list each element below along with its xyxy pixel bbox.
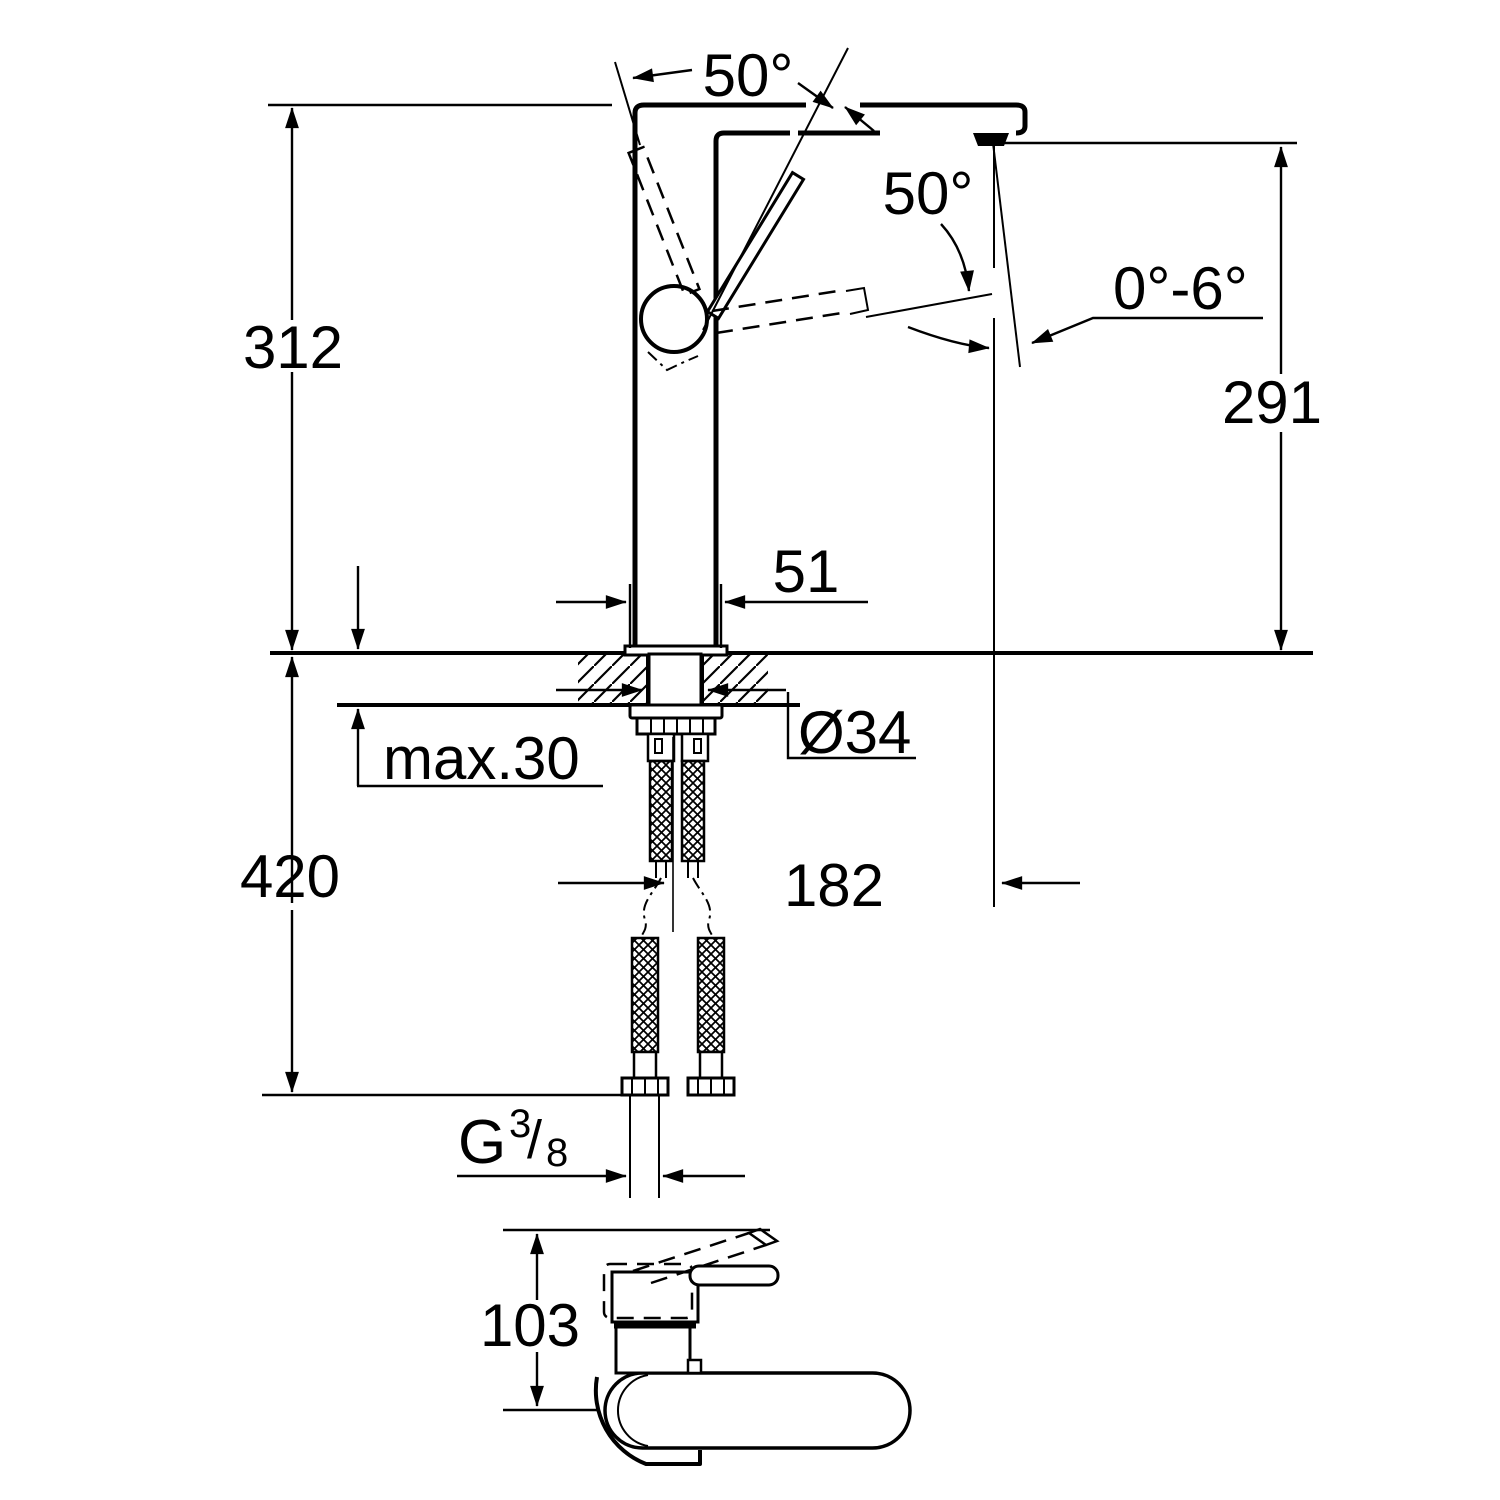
lever-plan-dashed-top <box>632 1231 750 1273</box>
hose-break-right <box>692 877 714 939</box>
mounting-washer <box>628 703 724 720</box>
lever-handle-flat-dashed-bottom <box>715 310 849 335</box>
arc-arrow <box>907 325 990 354</box>
leader-arrow <box>1031 316 1263 345</box>
cartridge-notch <box>686 1358 703 1375</box>
hose-end-collar-right <box>698 1050 724 1080</box>
cartridge-housing-plan <box>614 1325 692 1375</box>
handle-body-plan-dashed <box>602 1262 694 1320</box>
hose-tips <box>655 861 699 878</box>
angle-handle-upper-50: 50° <box>632 42 834 109</box>
thread-label-numerator: 3 <box>509 1102 531 1146</box>
aerator-outlet <box>973 133 1009 146</box>
dim-label-420: 420 <box>240 843 340 910</box>
handle-base-dashed-detail <box>647 351 699 372</box>
outlet-tilted-reference <box>992 142 1021 368</box>
angle-label-50-top: 50° <box>703 42 794 109</box>
flat-lever-end-cap <box>845 286 870 315</box>
dim-label-max30: max.30 <box>383 725 580 792</box>
lever-handle-flat-dashed-top <box>711 288 845 313</box>
dimension-thread-g38: G 3 / 8 <box>457 1102 745 1183</box>
hose-fitting-left-slot <box>654 738 663 754</box>
angle-label-0-6: 0°-6° <box>1113 255 1248 322</box>
dimension-plan-103: 103 <box>480 1228 770 1412</box>
arc-arrow-lower <box>940 223 974 292</box>
handle-pivot-ball <box>639 284 709 354</box>
counter-deck <box>270 651 1313 707</box>
supply-hose-left-lower <box>630 936 660 1054</box>
dim-label-103: 103 <box>480 1292 580 1359</box>
thread-label-slash: / <box>527 1110 542 1170</box>
handle-body-plan <box>610 1270 700 1324</box>
dim-label-182: 182 <box>784 852 884 919</box>
faucet-outline <box>632 102 1028 648</box>
dim-label-51: 51 <box>773 538 840 605</box>
supply-hose-left-upper <box>648 759 674 863</box>
arrow-right <box>797 82 834 109</box>
spout-inner-arc <box>617 1374 649 1447</box>
hose-break-left <box>640 877 662 939</box>
lever-handle-raised-dashed <box>626 145 702 297</box>
spout-footprint <box>603 1371 912 1450</box>
spout-swivel-arc <box>593 1376 702 1466</box>
hose-fitting-right-slot <box>693 738 702 754</box>
spout-angle-references <box>992 142 1021 907</box>
mounting-nut-knurls <box>650 718 704 734</box>
lever-plan-solid <box>688 1264 780 1287</box>
angle-handle-lower-50: 50° <box>844 106 974 292</box>
lever-handle-solid <box>705 170 806 321</box>
dimension-reach-182: 182 <box>558 852 1080 919</box>
dimension-depth-420: 420 <box>240 656 628 1097</box>
angle-label-50: 50° <box>883 160 974 227</box>
dim-label-o34: Ø34 <box>798 699 911 766</box>
deck-hatch-left <box>578 655 647 703</box>
dimension-height-291: 291 <box>1002 141 1322 651</box>
lever-plan-tip <box>746 1227 780 1247</box>
deck-hatch-right <box>703 655 768 703</box>
raised-lever-extension-line <box>614 61 641 146</box>
faucet-side-view <box>614 47 1028 657</box>
supply-hose-right-lower <box>696 936 726 1054</box>
angle-spout-tilt: 0°-6° <box>907 255 1263 354</box>
mounting-shank <box>647 652 703 707</box>
thread-label-denominator: 8 <box>546 1131 568 1175</box>
supply-pipe-left <box>629 1095 660 1198</box>
hose-end-collar-left <box>632 1050 658 1080</box>
dimension-width-51: 51 <box>556 538 868 648</box>
dim-label-291: 291 <box>1222 369 1322 436</box>
lever-plan-dashed-bottom <box>650 1243 767 1285</box>
faucet-plan-view <box>593 1227 912 1466</box>
connector-nut-notches <box>631 1078 725 1095</box>
dimension-hole-diameter: Ø34 <box>556 683 916 766</box>
supply-hose-right-upper <box>680 759 706 863</box>
thread-label-g: G <box>458 1108 506 1177</box>
arrow-left <box>632 68 693 83</box>
dim-label-312: 312 <box>243 314 343 381</box>
dimension-max-thickness: max.30 <box>351 566 603 792</box>
dimension-height-312: 312 <box>243 103 612 651</box>
leader-line <box>786 692 916 760</box>
flat-lever-centerline <box>865 293 993 318</box>
arrow-upper <box>844 106 875 132</box>
under-deck-assembly <box>620 652 736 1198</box>
